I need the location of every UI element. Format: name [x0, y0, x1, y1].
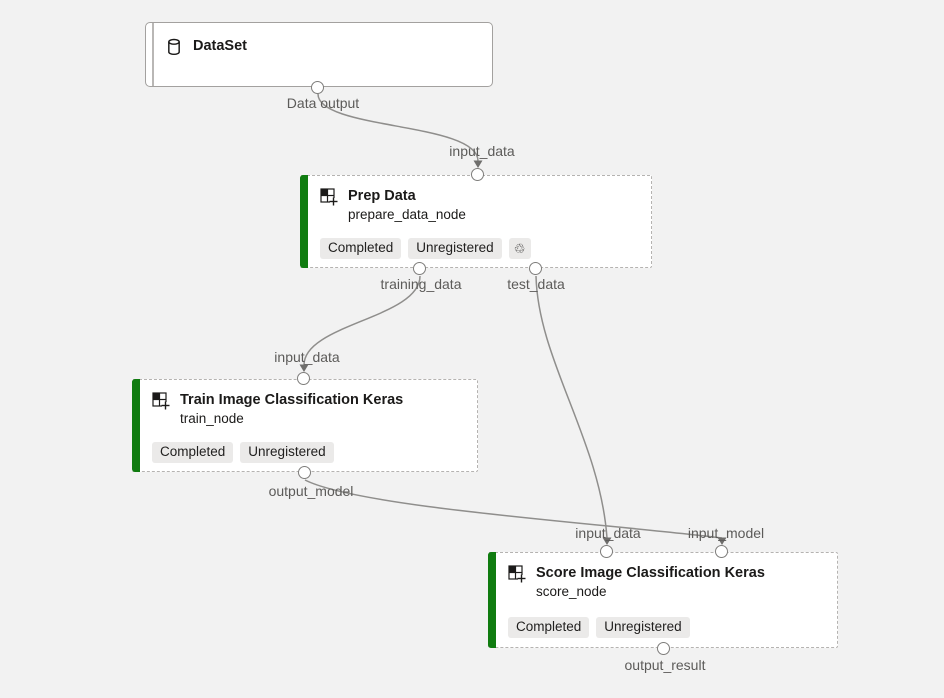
node-subtitle: prepare_data_node: [348, 207, 466, 222]
node-title: DataSet: [193, 38, 247, 54]
status-badge: Completed: [508, 617, 590, 638]
registration-badge: Unregistered: [408, 238, 502, 259]
port-train-output[interactable]: [298, 466, 311, 479]
component-icon: [320, 188, 338, 206]
port-label-prep-input-data: input_data: [449, 143, 515, 159]
arrowhead-prep-input: [473, 160, 483, 168]
port-score-input-data[interactable]: [600, 545, 613, 558]
port-label-score-input-data: input_data: [575, 525, 641, 541]
arrowhead-score-input-data: [602, 537, 612, 545]
port-label-output-model: output_model: [268, 483, 354, 499]
component-icon: [152, 392, 170, 410]
status-bar-completed: [300, 175, 308, 268]
registration-badge: Unregistered: [240, 442, 334, 463]
status-bar-completed: [132, 379, 140, 472]
port-prep-input[interactable]: [471, 168, 484, 181]
node-prep-data[interactable]: Prep Data prepare_data_node Completed Un…: [300, 175, 652, 268]
port-score-input-model[interactable]: [715, 545, 728, 558]
node-dataset[interactable]: DataSet: [145, 22, 493, 87]
node-subtitle: train_node: [180, 411, 244, 426]
node-subtitle: score_node: [536, 584, 607, 599]
port-label-data-output: Data output: [286, 95, 360, 111]
database-icon: [165, 38, 183, 56]
node-score[interactable]: Score Image Classification Keras score_n…: [488, 552, 838, 648]
port-dataset-output[interactable]: [311, 81, 324, 94]
reuse-icon: ♲: [508, 238, 531, 259]
node-title: Train Image Classification Keras: [180, 392, 404, 408]
status-bar-completed: [488, 552, 496, 648]
arrowhead-score-input-model: [717, 537, 727, 545]
node-title: Prep Data: [348, 188, 416, 204]
dataset-accent-bar: [152, 23, 154, 86]
component-icon: [508, 565, 526, 583]
port-score-output[interactable]: [657, 642, 670, 655]
edge-test-data-to-score[interactable]: [535, 275, 608, 539]
status-badge: Completed: [320, 238, 402, 259]
edge-dataset-to-prep[interactable]: [317, 93, 479, 162]
port-prep-output-training[interactable]: [413, 262, 426, 275]
port-train-input[interactable]: [297, 372, 310, 385]
port-label-train-input-data: input_data: [274, 349, 340, 365]
arrowhead-train-input: [299, 364, 309, 372]
edge-output-model-to-score[interactable]: [304, 479, 723, 539]
status-badge: Completed: [152, 442, 234, 463]
port-label-training-data: training_data: [380, 276, 462, 292]
registration-badge: Unregistered: [596, 617, 690, 638]
port-label-output-result: output_result: [624, 657, 706, 673]
port-label-test-data: test_data: [507, 276, 565, 292]
port-label-score-input-model: input_model: [687, 525, 765, 541]
node-title: Score Image Classification Keras: [536, 565, 765, 581]
node-train[interactable]: Train Image Classification Keras train_n…: [132, 379, 478, 472]
port-prep-output-test[interactable]: [529, 262, 542, 275]
edge-training-data-to-train[interactable]: [303, 275, 421, 366]
